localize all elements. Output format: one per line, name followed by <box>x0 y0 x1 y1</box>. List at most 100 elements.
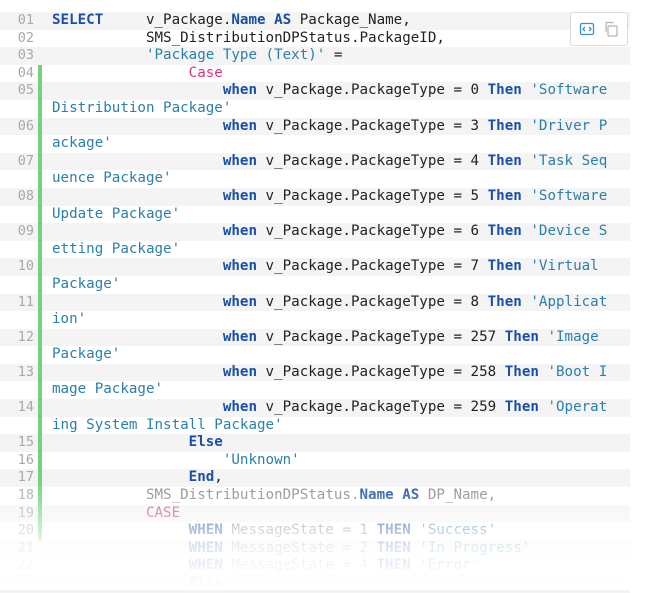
keyword-token: Else <box>188 575 223 591</box>
keyword-token: when <box>222 152 258 169</box>
string-token: 'Software <box>530 82 608 99</box>
line-number: 02 <box>17 29 34 46</box>
code-text: WHEN MessageState = 4 THEN 'Error' <box>42 557 630 575</box>
code-token: = <box>325 47 343 64</box>
change-marker <box>38 240 42 259</box>
line-number <box>0 100 38 118</box>
keyword-token: Then <box>487 223 522 240</box>
keyword-token: Then <box>487 187 522 204</box>
code-text: WHEN MessageState = 1 THEN 'Success' <box>42 522 630 540</box>
code-token: SMS_DistributionDPStatus.PackageID, <box>52 29 445 46</box>
string-token: 'Device S <box>530 223 608 240</box>
code-token <box>52 452 223 468</box>
code-line: 19 CASE <box>0 504 630 523</box>
code-text: when v_Package.PackageType = 0 Then 'Sof… <box>42 82 630 100</box>
string-token: Update Package' <box>52 205 181 222</box>
line-number <box>0 135 38 153</box>
keyword-token: when <box>222 187 258 204</box>
code-text: CASE <box>42 505 630 523</box>
keyword-token: Then <box>487 82 522 99</box>
code-line: 14 when v_Package.PackageType = 259 Then… <box>0 399 630 417</box>
code-line: 12 when v_Package.PackageType = 257 Then… <box>0 328 630 347</box>
string-token: 'Driver P <box>530 117 608 134</box>
change-marker <box>38 99 42 118</box>
copy-icon[interactable] <box>603 21 619 37</box>
code-line: etting Package' <box>0 240 630 259</box>
code-text: when v_Package.PackageType = 8 Then 'App… <box>42 294 630 312</box>
code-line: uence Package' <box>0 170 630 188</box>
change-marker <box>38 469 42 488</box>
code-token <box>52 434 189 450</box>
keyword-token: Then <box>487 152 522 169</box>
string-token: 'Boot I <box>547 363 608 380</box>
change-marker <box>38 311 42 329</box>
code-token: MessageState = 1 <box>222 522 377 539</box>
code-token: v_Package.PackageType = 3 <box>257 117 488 134</box>
keyword-token: Name <box>359 487 394 504</box>
code-line: 18 SMS_DistributionDPStatus.Name AS DP_N… <box>0 487 630 505</box>
string-token: 'Software <box>530 187 608 204</box>
keyword-token: THEN <box>376 522 411 539</box>
line-number <box>0 276 38 294</box>
code-token: v_Package.PackageType = 0 <box>257 82 488 99</box>
change-marker <box>38 381 42 400</box>
code-text: Case <box>42 65 630 83</box>
string-token: 'Virtual <box>530 258 599 275</box>
line-number: 21 <box>17 539 34 556</box>
code-token <box>52 557 189 573</box>
code-token: SMS_DistributionDPStatus. <box>52 487 360 504</box>
line-number: 22 <box>17 557 34 574</box>
keyword-token: when <box>222 82 258 99</box>
code-token <box>52 65 189 81</box>
code-text: mage Package' <box>42 381 630 399</box>
string-token: 'Image <box>547 328 599 345</box>
code-line: 22 WHEN MessageState = 4 THEN 'Error' <box>0 557 630 575</box>
code-token <box>52 258 223 274</box>
keyword-token: when <box>222 399 258 416</box>
string-token: Package' <box>52 275 121 292</box>
keyword-token: when <box>222 328 258 345</box>
change-marker <box>38 117 42 136</box>
code-text: uence Package' <box>42 170 630 188</box>
change-marker <box>38 258 42 276</box>
change-marker <box>38 82 42 100</box>
string-token: Package' <box>52 346 121 363</box>
code-token: v_Package.PackageType = 257 <box>257 328 505 345</box>
change-marker <box>38 434 42 452</box>
keyword-token: AS <box>274 12 292 28</box>
keyword-token: Then <box>487 258 522 275</box>
code-token: DP_Name, <box>419 487 497 504</box>
view-source-icon[interactable] <box>579 21 595 37</box>
code-line: ion' <box>0 311 630 329</box>
code-text: when v_Package.PackageType = 7 Then 'Vir… <box>42 258 630 276</box>
code-token <box>52 364 223 380</box>
keyword-token: Then <box>504 399 539 416</box>
code-text: WHEN MessageState = 2 THEN 'In Progress' <box>42 540 630 558</box>
keyword-token: WHEN <box>188 539 223 556</box>
keyword-token: when <box>222 117 258 134</box>
change-marker <box>38 152 42 171</box>
code-token <box>52 540 189 556</box>
code-line: 07 when v_Package.PackageType = 4 Then '… <box>0 152 630 171</box>
line-number: 03 <box>17 47 34 64</box>
code-text: etting Package' <box>42 241 630 259</box>
line-number <box>0 381 38 399</box>
change-marker <box>38 328 42 347</box>
code-line: 20 WHEN MessageState = 1 THEN 'Success' <box>0 522 630 540</box>
string-token: mage Package' <box>52 381 164 398</box>
code-line: Package' <box>0 275 630 294</box>
code-text: SELECT v_Package.Name AS Package_Name, <box>42 12 630 30</box>
keyword-token: when <box>222 293 258 310</box>
line-number: 13 <box>17 363 34 380</box>
code-token <box>52 575 189 591</box>
code-text: Distribution Package' <box>42 100 630 118</box>
code-token <box>52 505 146 521</box>
code-text: Package' <box>42 276 630 294</box>
line-number: 05 <box>17 82 34 99</box>
code-text: when v_Package.PackageType = 5 Then 'Sof… <box>42 188 630 206</box>
line-number: 10 <box>17 258 34 275</box>
change-marker <box>38 363 42 382</box>
line-number: 06 <box>17 117 34 134</box>
